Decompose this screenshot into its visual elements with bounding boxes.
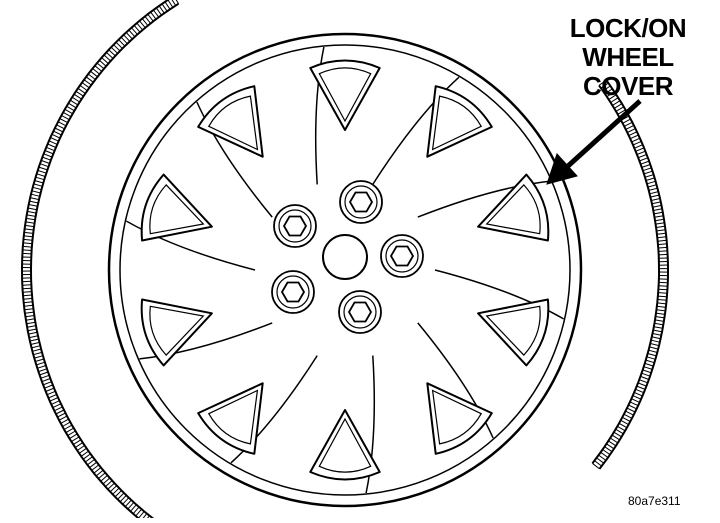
lug-nuts — [271, 180, 424, 334]
tire-left-outer-edge — [20, 0, 170, 523]
cover-opening-inner — [431, 95, 483, 151]
tire-left-arc — [20, 0, 180, 523]
callout-line-3: COVER — [583, 71, 673, 101]
lug-nut-ring — [276, 275, 310, 309]
callout-line-1: LOCK/ON — [569, 13, 687, 43]
cover-opening-inner — [485, 184, 541, 235]
lug-nut-hex — [280, 281, 306, 303]
lug-nut-ring — [344, 185, 378, 219]
cover-opening-outer — [309, 59, 381, 131]
cover-inner-rim — [119, 44, 571, 496]
tire-right-inner-edge — [591, 84, 660, 464]
lug-nut-hex — [282, 215, 308, 237]
cover-opening-inner — [318, 67, 372, 123]
cover-opening-outer — [426, 85, 493, 158]
cover-opening-inner — [207, 95, 259, 151]
lug-nut-ring — [385, 239, 419, 273]
cover-opening-inner — [149, 184, 205, 235]
cover-opening-outer — [309, 409, 381, 481]
lug-nut-hex — [389, 245, 415, 267]
lug-nut-recess — [338, 290, 382, 334]
cover-opening-inner — [207, 389, 259, 445]
lug-nut-recess — [380, 234, 424, 278]
hub-center — [322, 234, 368, 280]
cover-opening-outer — [426, 382, 493, 455]
lug-nut-recess — [273, 204, 317, 248]
cover-opening-inner — [485, 305, 541, 356]
tire-right-arc — [591, 79, 669, 470]
cover-opening-outer — [197, 382, 264, 455]
hub-center-bore — [322, 234, 368, 280]
cover-opening-outer — [140, 173, 213, 242]
lug-nut-hex — [347, 301, 373, 323]
cover-opening-inner — [431, 389, 483, 445]
tire-right-outer-edge — [598, 79, 669, 470]
lug-nut-recess — [271, 270, 315, 314]
arrow-head — [546, 153, 578, 185]
lug-nut-hex — [348, 191, 374, 213]
callout-label: LOCK/ON WHEEL COVER — [548, 14, 708, 101]
cover-opening-outer — [477, 173, 550, 242]
lug-nut-ring — [278, 209, 312, 243]
cover-opening-outer — [477, 298, 550, 367]
cover-opening-outer — [197, 85, 264, 158]
callout-arrow — [546, 99, 642, 185]
tire-right-tread — [592, 79, 669, 470]
cover-spoke-lines — [126, 46, 564, 494]
cover-opening-inner — [318, 417, 372, 473]
arrow-shaft — [566, 99, 642, 168]
cover-opening-inner — [149, 305, 205, 356]
callout-line-2: WHEEL — [582, 42, 674, 72]
tire-left-tread — [21, 0, 180, 523]
lug-nut-recess — [339, 180, 383, 224]
figure-code: 80a7e311 — [628, 494, 681, 508]
cover-opening-outer — [140, 298, 213, 367]
lug-nut-ring — [343, 295, 377, 329]
